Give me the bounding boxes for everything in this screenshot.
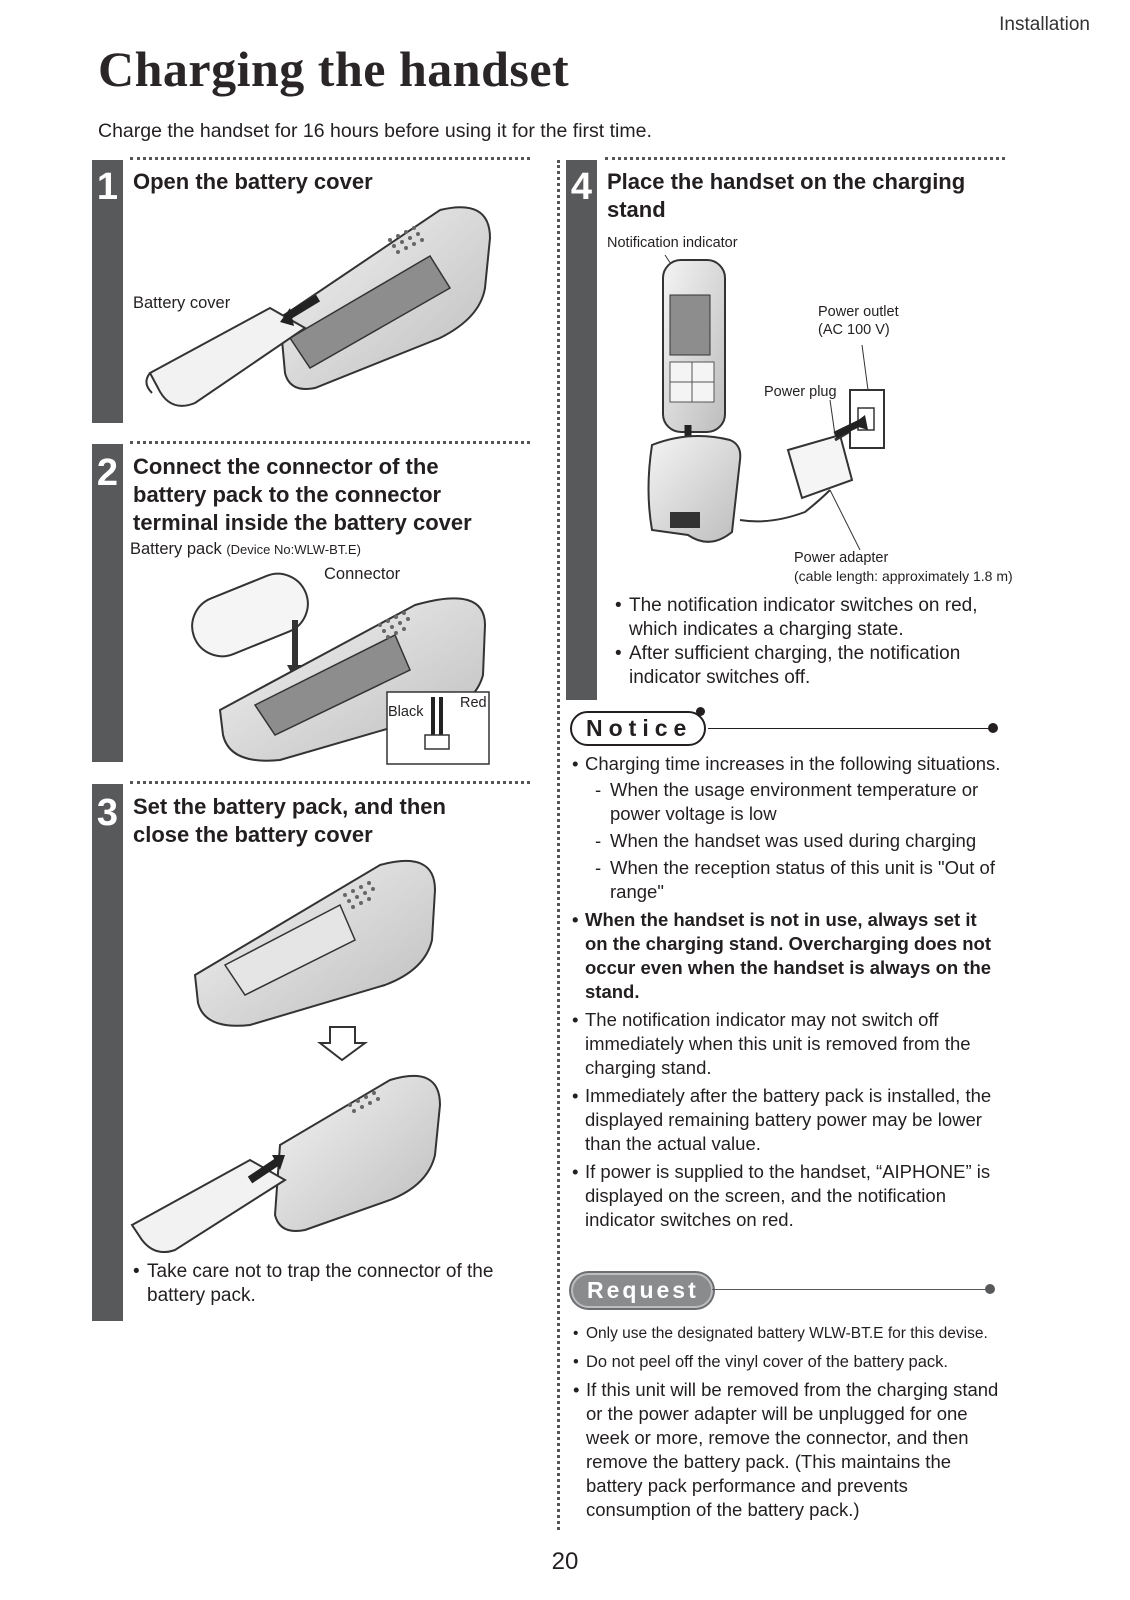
notice-sub-item-3: When the reception status of this unit i…: [595, 856, 1002, 904]
step-2-title: Connect the connector of the battery pac…: [133, 453, 472, 537]
notice-badge: Notice: [570, 711, 707, 746]
notice-item-1: Charging time increases in the following…: [572, 752, 1002, 904]
step-1-bar: [92, 160, 123, 423]
close-battery-cover-illustration: [130, 859, 442, 1253]
step-2-divider: [130, 441, 530, 444]
device-number: (Device No:WLW-BT.E): [226, 542, 361, 557]
step-2-title-line-3: terminal inside the battery cover: [133, 510, 472, 535]
request-item-2: Do not peel off the vinyl cover of the b…: [573, 1350, 1003, 1374]
notice-rule: [708, 728, 993, 729]
power-adapter-label: Power adapter: [794, 550, 889, 566]
notice-sub-item-1: When the usage environment temperature o…: [595, 778, 1002, 826]
request-rule-end: [985, 1284, 995, 1294]
notice-item-1-text: Charging time increases in the following…: [585, 753, 1001, 774]
notice-sublist: When the usage environment temperature o…: [585, 776, 1002, 904]
step-4-number: 4: [570, 166, 593, 208]
step-4-title-line-2: stand: [607, 197, 666, 222]
request-list: Only use the designated battery WLW-BT.E…: [573, 1322, 1003, 1526]
step-2-title-line-1: Connect the connector of the: [133, 454, 439, 479]
connector-label: Connector: [324, 565, 401, 583]
step-1-title: Open the battery cover: [133, 169, 373, 194]
step-1-divider: [130, 157, 530, 160]
step-4-notes: The notification indicator switches on r…: [615, 594, 1015, 690]
step-3-number: 3: [96, 792, 119, 834]
notice-item-3: The notification indicator may not switc…: [572, 1008, 1002, 1080]
notice-item-4: Immediately after the battery pack is in…: [572, 1084, 1002, 1156]
step-3-title: Set the battery pack, and then close the…: [133, 793, 446, 849]
request-item-1: Only use the designated battery WLW-BT.E…: [573, 1322, 1003, 1346]
power-outlet-spec: (AC 100 V): [818, 322, 890, 338]
battery-cover-label: Battery cover: [133, 294, 231, 312]
notice-badge-dot: [696, 707, 705, 716]
battery-pack-text: Battery pack: [130, 540, 222, 558]
notification-indicator-label: Notification indicator: [607, 235, 738, 251]
power-plug-label: Power plug: [764, 384, 837, 400]
page-title: Charging the handset: [98, 41, 570, 97]
step-2-bar: [92, 444, 123, 762]
charging-stand-illustration: [647, 254, 885, 551]
step-1-number: 1: [96, 166, 119, 208]
step-4-title-line-1: Place the handset on the charging: [607, 169, 966, 194]
notice-sub-item-2: When the handset was used during chargin…: [595, 829, 1002, 853]
connect-battery-illustration: [191, 572, 490, 765]
notice-item-2: When the handset is not in use, always s…: [572, 908, 1002, 1004]
request-item-3: If this unit will be removed from the ch…: [573, 1378, 1003, 1522]
column-divider: [557, 160, 560, 1530]
step-4-title: Place the handset on the charging stand: [607, 168, 965, 224]
section-label: Installation: [999, 14, 1090, 35]
intro-text: Charge the handset for 16 hours before u…: [98, 120, 652, 142]
notice-rule-end: [988, 723, 998, 733]
step-4-note-1: The notification indicator switches on r…: [615, 594, 1015, 642]
cable-length-label: (cable length: approximately 1.8 m): [794, 568, 1013, 584]
red-wire-label: Red: [460, 695, 487, 711]
step-3-notes: Take care not to trap the connector of t…: [133, 1260, 533, 1308]
step-3-note-1: Take care not to trap the connector of t…: [133, 1260, 533, 1308]
step-3-title-line-1: Set the battery pack, and then: [133, 794, 446, 819]
step-4-bar: [566, 160, 597, 700]
step-4-note-2: After sufficient charging, the notificat…: [615, 642, 1015, 690]
open-battery-cover-illustration: [145, 206, 492, 407]
step-2-number: 2: [96, 452, 119, 494]
step-3-bar: [92, 784, 123, 1321]
notice-list: Charging time increases in the following…: [572, 752, 1002, 1236]
notice-item-5: If power is supplied to the handset, “AI…: [572, 1160, 1002, 1232]
battery-pack-label: Battery pack (Device No:WLW-BT.E): [130, 540, 361, 559]
request-badge: Request: [571, 1273, 713, 1308]
page-number: 20: [551, 1548, 579, 1575]
black-wire-label: Black: [388, 704, 424, 720]
step-4-divider: [605, 157, 1005, 160]
request-rule: [712, 1289, 988, 1290]
step-3-title-line-2: close the battery cover: [133, 822, 373, 847]
step-3-divider: [130, 781, 530, 784]
power-outlet-label: Power outlet: [818, 304, 899, 320]
step-2-title-line-2: battery pack to the connector: [133, 482, 442, 507]
